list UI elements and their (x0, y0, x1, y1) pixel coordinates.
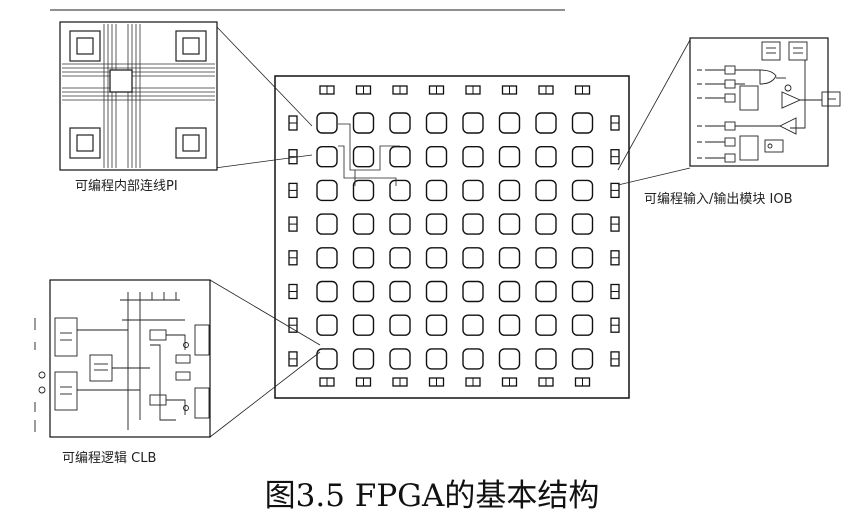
clb-block (352, 112, 375, 134)
routing-wires (338, 123, 400, 186)
clb-block (498, 348, 521, 370)
iob-inset (689, 37, 841, 167)
clb-block (389, 112, 411, 134)
clb-block (425, 314, 448, 336)
clb-block (571, 112, 594, 134)
clb-block (462, 179, 484, 202)
pi-label: 可编程内部连线PI (75, 178, 178, 194)
clb-block (389, 213, 411, 235)
clb-block (389, 348, 411, 370)
clb-block (571, 280, 594, 303)
clb-block (462, 314, 484, 336)
clb-inset (34, 279, 211, 438)
chip-interior (288, 85, 620, 387)
clb-block (462, 112, 484, 134)
clb-block (352, 280, 375, 303)
clb-block (389, 145, 411, 168)
clb-block (462, 247, 484, 269)
clb-block (425, 145, 448, 168)
clb-block (316, 179, 338, 202)
figure-caption: 图3.5 FPGA的基本结构 (264, 478, 600, 514)
clb-block (498, 179, 521, 202)
clb-block (498, 247, 521, 269)
clb-block (571, 179, 594, 202)
clb-block (535, 348, 557, 370)
clb-block (462, 348, 484, 370)
clb-block (425, 213, 448, 235)
clb-block (352, 179, 375, 202)
clb-block (352, 247, 375, 269)
clb-block (352, 145, 375, 168)
clb-block (498, 314, 521, 336)
clb-block (316, 213, 338, 235)
clb-block (535, 145, 557, 168)
clb-block (498, 213, 521, 235)
clb-block (571, 145, 594, 168)
clb-block (316, 314, 338, 336)
clb-block (462, 145, 484, 168)
clb-block (571, 348, 594, 370)
clb-block (352, 213, 375, 235)
iob-label: 可编程输入/输出模块 IOB (644, 191, 793, 207)
clb-block (535, 280, 557, 303)
clb-block (425, 247, 448, 269)
pi-inset (59, 21, 218, 171)
clb-block (535, 179, 557, 202)
clb-block (316, 145, 338, 168)
clb-block (425, 112, 448, 134)
clb-block (535, 112, 557, 134)
clb-block (425, 280, 448, 303)
clb-block (316, 348, 338, 370)
zoom-lines (209, 24, 691, 438)
clb-block (535, 213, 557, 235)
clb-block (462, 280, 484, 303)
clb-block (571, 247, 594, 269)
clb-block (498, 145, 521, 168)
clb-block (462, 213, 484, 235)
clb-block (425, 348, 448, 370)
clb-block (316, 247, 338, 269)
clb-block (571, 213, 594, 235)
clb-block (352, 348, 375, 370)
clb-block (389, 247, 411, 269)
clb-block (571, 314, 594, 336)
clb-block (389, 179, 411, 202)
clb-block (498, 112, 521, 134)
clb-block (535, 247, 557, 269)
clb-block (535, 314, 557, 336)
clb-block (316, 112, 338, 134)
clb-block (498, 280, 521, 303)
clb-block (425, 179, 448, 202)
clb-block (352, 314, 375, 336)
clb-block (389, 280, 411, 303)
clb-block (316, 280, 338, 303)
clb-block (389, 314, 411, 336)
clb-label: 可编程逻辑 CLB (62, 451, 156, 466)
